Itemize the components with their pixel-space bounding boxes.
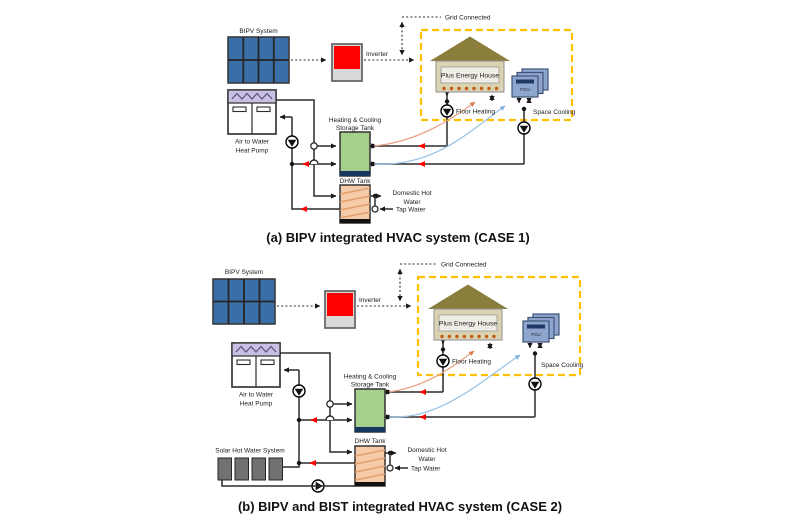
bipv-array-icon [212, 278, 276, 325]
tap-water-label: Tap Water [411, 466, 441, 473]
floor-heating-coil-dots [442, 86, 499, 91]
storage-tank-icon [354, 388, 386, 433]
inverter-icon [324, 290, 356, 329]
house-label: Plus Energy House [441, 73, 499, 80]
fcu-label: FCU [531, 332, 540, 337]
grid-connection [397, 263, 437, 302]
fcu-unit-icon [522, 313, 560, 343]
solar-collector-icon [217, 457, 283, 481]
house-label: Plus Energy House [439, 321, 497, 328]
inverter-label: Inverter [366, 51, 389, 58]
domestic-hot-water-label-2: Water [418, 456, 436, 463]
heat-pump-label-1: Air to Water [235, 139, 270, 146]
floor-heating-supply-curve [388, 350, 475, 393]
dhw-outlets [385, 450, 408, 472]
fcu-label: FCU [520, 87, 529, 92]
bipv-array-icon [227, 36, 290, 84]
flow-direction-arrows [309, 389, 426, 466]
dhw-tank-label: DHW Tank [355, 438, 387, 445]
storage-tank-icon [339, 131, 371, 177]
dhw-tank-label: DHW Tank [340, 178, 372, 185]
diagram-a: BIPV System Inverter Grid Connected [227, 15, 576, 245]
flow-direction-arrows [300, 143, 425, 212]
bipv-system-label: BIPV System [239, 28, 277, 35]
floor-heating-supply-curve [373, 101, 476, 147]
dhw-tank-icon [339, 184, 371, 224]
inverter-icon [331, 43, 363, 82]
space-cooling-supply-curve [388, 354, 521, 418]
caption-b: (b) BIPV and BIST integrated HVAC system… [238, 499, 562, 514]
storage-tank-label-2: Storage Tank [351, 382, 390, 389]
diagram-b: BIPV System Inverter Grid Connected [212, 262, 584, 514]
domestic-hot-water-label-2: Water [403, 199, 421, 206]
domestic-hot-water-label-1: Domestic Hot [407, 447, 446, 454]
caption-a: (a) BIPV integrated HVAC system (CASE 1) [266, 230, 529, 245]
bipv-system-label: BIPV System [225, 269, 263, 276]
fcu-unit-icon [511, 68, 549, 98]
building-zone-border [416, 275, 582, 377]
grid-connection [399, 16, 441, 56]
space-cooling-supply-curve [373, 105, 506, 165]
floor-heating-label: Floor Heating [456, 109, 495, 116]
heat-pump-icon [227, 89, 277, 135]
heat-pump-label-2: Heat Pump [240, 401, 273, 408]
space-cooling-label: Space Cooling [533, 109, 576, 116]
solar-loop-piping [221, 480, 355, 487]
circulation-pump-icon [285, 104, 531, 149]
heat-pump-label-2: Heat Pump [236, 148, 269, 155]
grid-connected-label: Grid Connected [445, 15, 491, 22]
solar-hot-water-label: Solar Hot Water System [215, 448, 284, 455]
dhw-outlets [370, 193, 393, 213]
plus-energy-house-icon [430, 36, 510, 93]
storage-tank-label-1: Heating & Cooling [329, 117, 382, 124]
space-cooling-label: Space Cooling [541, 362, 584, 369]
circulation-pump-icon [292, 354, 542, 493]
domestic-hot-water-label-1: Domestic Hot [392, 190, 431, 197]
plus-energy-house-icon [428, 284, 508, 341]
inverter-label: Inverter [359, 297, 382, 304]
floor-heating-label: Floor Heating [452, 359, 491, 366]
grid-connected-label: Grid Connected [441, 262, 487, 269]
storage-tank-label-1: Heating & Cooling [344, 374, 397, 381]
dhw-tank-icon [354, 445, 386, 487]
tap-water-label: Tap Water [396, 207, 426, 214]
storage-tank-label-2: Storage Tank [336, 125, 375, 132]
floor-heating-coil-dots [440, 334, 496, 339]
heat-pump-icon [231, 342, 281, 388]
heat-pump-label-1: Air to Water [239, 392, 274, 399]
